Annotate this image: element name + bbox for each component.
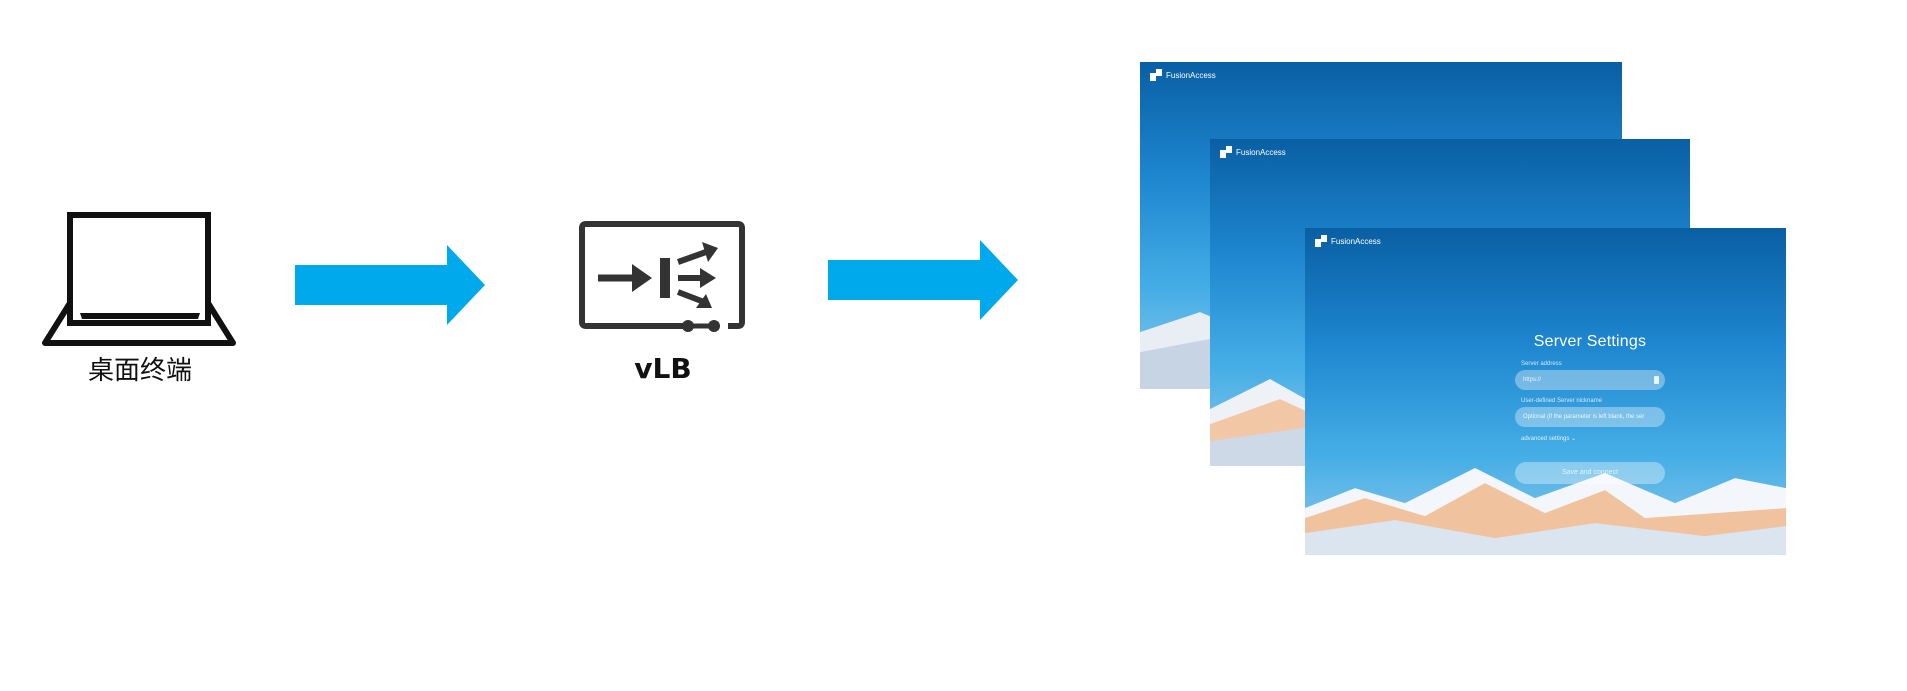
fusionaccess-logo-icon (1315, 235, 1327, 247)
vlb-node: vLB (578, 220, 748, 390)
fusionaccess-logo-icon (1150, 69, 1162, 81)
advanced-settings-toggle[interactable]: advanced settings ⌄ (1521, 436, 1577, 442)
load-balancer-icon (579, 221, 745, 332)
mountain-image (1305, 467, 1786, 555)
server-screen-3: FusionAccess Server Settings Server addr… (1305, 228, 1786, 555)
server-settings-form: Server Settings Server address https:// … (1515, 333, 1665, 484)
fusionaccess-brand: FusionAccess (1150, 68, 1216, 82)
server-nickname-label: User-defined Server nickname (1521, 398, 1603, 404)
server-address-input[interactable]: https:// (1515, 370, 1665, 390)
server-nickname-input[interactable]: Optional (if the parameter is left blank… (1515, 407, 1665, 427)
server-settings-title: Server Settings (1533, 333, 1647, 350)
flow-arrow-1 (295, 245, 485, 325)
terminal-node: 桌面终端 (40, 205, 240, 395)
laptop-icon (42, 212, 236, 346)
vlb-label: vLB (634, 352, 692, 385)
fusionaccess-brand: FusionAccess (1315, 234, 1381, 248)
fusionaccess-brand: FusionAccess (1220, 145, 1286, 159)
terminal-label: 桌面终端 (87, 356, 192, 386)
lock-icon (1654, 376, 1659, 384)
server-address-label: Server address (1521, 361, 1562, 367)
save-and-connect-button[interactable]: Save and connect (1515, 462, 1665, 484)
flow-arrow-2 (828, 240, 1018, 320)
fusionaccess-logo-icon (1220, 146, 1232, 158)
